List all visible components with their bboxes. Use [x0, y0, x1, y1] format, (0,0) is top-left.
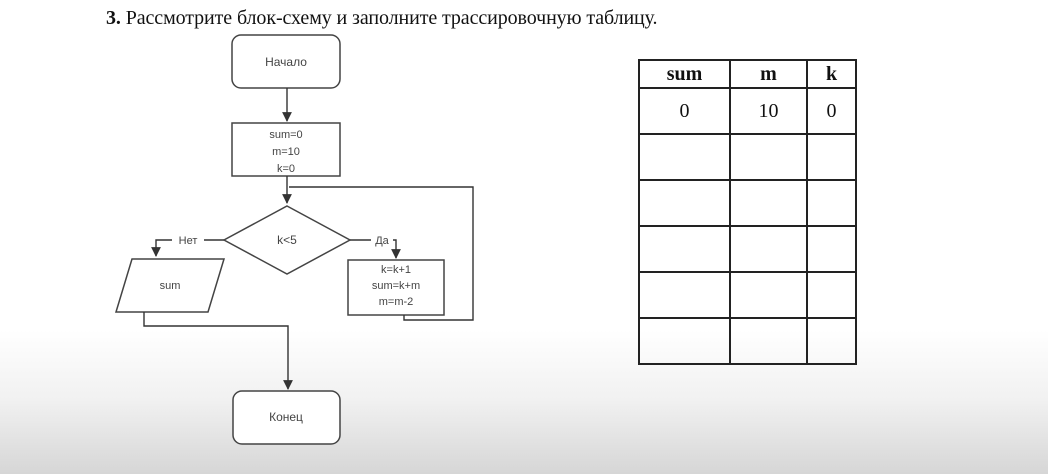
cell-k[interactable]: 0	[806, 87, 857, 135]
header-m: m	[729, 59, 808, 89]
condition-label: k<5	[277, 233, 297, 247]
init-line-1: sum=0	[269, 129, 302, 141]
cell-k[interactable]	[806, 133, 857, 181]
body-line-1: k=k+1	[381, 264, 411, 276]
cell-k[interactable]	[806, 225, 857, 273]
cell-sum[interactable]	[638, 317, 731, 365]
body-line-3: m=m-2	[379, 296, 414, 308]
table-row: 0 10 0	[638, 87, 857, 135]
task-number: 3.	[106, 7, 121, 29]
output-parallelogram	[114, 258, 226, 313]
condition-diamond	[222, 205, 352, 275]
yes-label: Да	[375, 235, 389, 247]
task-heading: 3. Рассмотрите блок-схему и заполните тр…	[106, 7, 658, 30]
cell-sum[interactable]	[638, 133, 731, 181]
trace-table-header-row: sum m k	[638, 59, 857, 89]
trace-table: sum m k 0 10 0	[638, 59, 857, 365]
output-label: sum	[160, 280, 181, 292]
yes-label-bg	[371, 233, 393, 247]
cell-sum[interactable]	[638, 225, 731, 273]
table-row	[638, 271, 857, 319]
cell-k[interactable]	[806, 317, 857, 365]
connector-yes-branch	[350, 239, 401, 259]
cell-m[interactable]	[729, 317, 808, 365]
cell-k[interactable]	[806, 179, 857, 227]
table-row	[638, 225, 857, 273]
cell-sum[interactable]	[638, 179, 731, 227]
header-sum: sum	[638, 59, 731, 89]
cell-m[interactable]: 10	[729, 87, 808, 135]
task-text: Рассмотрите блок-схему и заполните трасс…	[125, 7, 658, 29]
no-label-bg	[172, 233, 204, 247]
init-process-block	[231, 122, 341, 177]
body-line-2: sum=k+m	[372, 280, 420, 292]
end-label: Конец	[269, 410, 303, 424]
cell-sum[interactable]	[638, 271, 731, 319]
connector-output-end	[143, 312, 293, 390]
cell-m[interactable]	[729, 271, 808, 319]
init-line-2: m=10	[272, 146, 300, 158]
init-line-3: k=0	[277, 163, 295, 175]
cell-m[interactable]	[729, 179, 808, 227]
cell-sum[interactable]: 0	[638, 87, 731, 135]
connector-loop-back	[289, 186, 474, 321]
cell-m[interactable]	[729, 225, 808, 273]
start-label: Начало	[265, 55, 307, 69]
start-terminator	[231, 34, 341, 89]
end-terminator	[232, 390, 341, 445]
table-row	[638, 179, 857, 227]
loop-body-block	[347, 259, 445, 316]
header-k: k	[806, 59, 857, 89]
cell-m[interactable]	[729, 133, 808, 181]
table-row	[638, 133, 857, 181]
cell-k[interactable]	[806, 271, 857, 319]
table-row	[638, 317, 857, 365]
no-label: Нет	[179, 235, 198, 247]
